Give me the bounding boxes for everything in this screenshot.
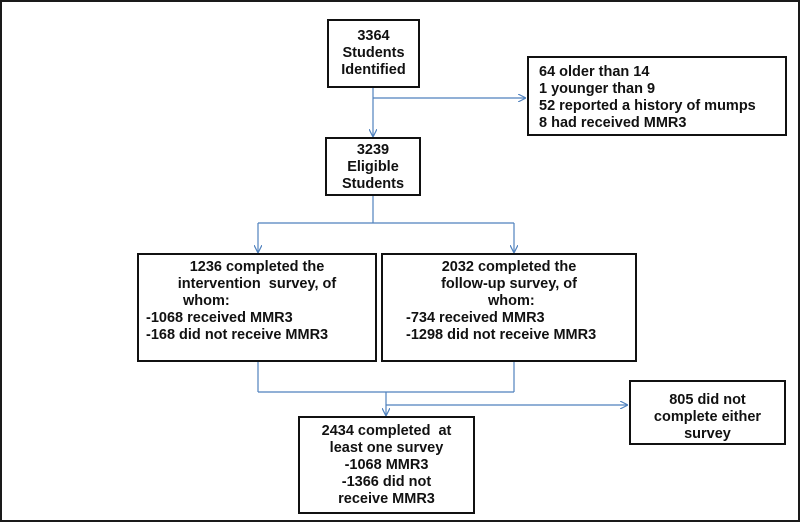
node-line: -1298 did not receive MMR3 xyxy=(406,327,597,343)
node-line: -168 did not receive MMR3 xyxy=(146,327,329,343)
node-no-survey: 805 did not complete either survey xyxy=(629,380,786,445)
node-line: least one survey xyxy=(329,440,444,456)
node-eligible-students: 3239 Eligible Students xyxy=(325,137,421,196)
node-line: 2032 completed the xyxy=(441,259,577,275)
node-line: Identified xyxy=(341,62,406,78)
node-line: 64 older than 14 xyxy=(539,64,650,80)
node-line: intervention survey, of xyxy=(177,276,337,292)
node-students-identified: 3364 Students Identified xyxy=(327,19,420,88)
node-line: 1236 completed the xyxy=(189,259,325,275)
node-line: -1366 did not xyxy=(341,474,432,490)
node-line: 1 younger than 9 xyxy=(539,81,656,97)
node-line: Students xyxy=(341,176,405,192)
node-line: follow-up survey, of xyxy=(441,276,577,292)
node-line: 2434 completed at xyxy=(321,423,452,439)
node-line: -734 received MMR3 xyxy=(406,310,545,326)
node-line: survey xyxy=(684,426,731,442)
node-followup-survey: 2032 completed the follow-up survey, of … xyxy=(381,253,637,362)
node-line: 8 had received MMR3 xyxy=(539,115,687,131)
node-line: 3239 xyxy=(356,142,390,158)
node-line: Eligible xyxy=(347,159,399,175)
node-line: 52 reported a history of mumps xyxy=(539,98,756,114)
node-line: complete either xyxy=(653,409,762,425)
node-line: 805 did not xyxy=(669,392,746,408)
node-line: -1068 received MMR3 xyxy=(146,310,293,326)
node-completed-survey: 2434 completed at least one survey -1068… xyxy=(298,416,475,514)
node-intervention-survey: 1236 completed the intervention survey, … xyxy=(137,253,377,362)
node-line: -1068 MMR3 xyxy=(344,457,429,473)
node-line: whom: xyxy=(488,293,535,309)
node-line: receive MMR3 xyxy=(338,491,435,507)
node-excluded-students: 64 older than 14 1 younger than 9 52 rep… xyxy=(527,56,787,136)
node-line: whom: xyxy=(183,293,230,309)
node-line: 3364 xyxy=(357,28,390,44)
node-line: Students xyxy=(342,45,405,61)
